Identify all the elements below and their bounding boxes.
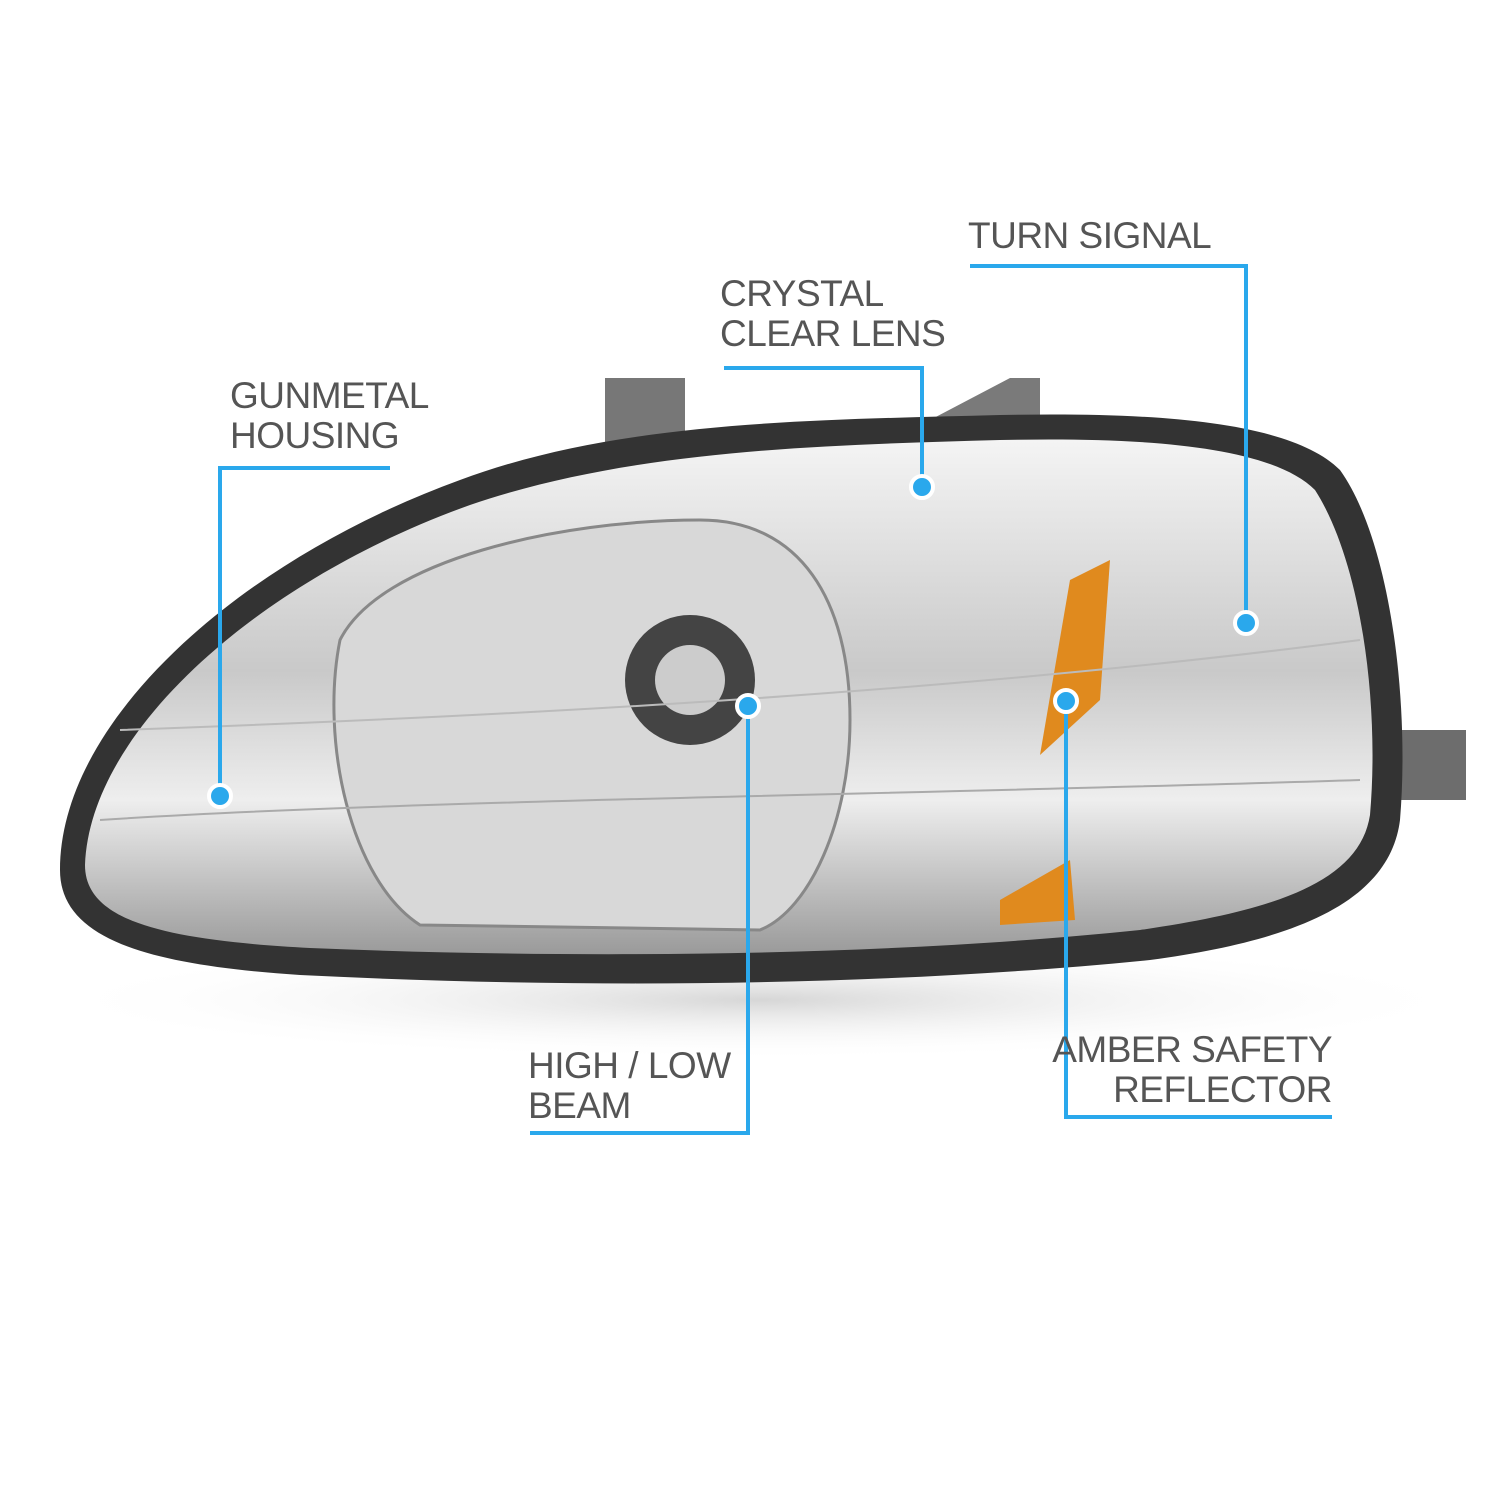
callout-text: TURN SIGNAL (968, 215, 1212, 256)
callout-line-high-low-beam (530, 706, 750, 1135)
callout-line-turn-signal (970, 264, 1248, 623)
lens-ridge (99, 779, 1361, 821)
callout-text: CRYSTAL (720, 273, 884, 314)
callout-text: REFLECTOR (1113, 1069, 1332, 1110)
callout-dots (207, 474, 1259, 809)
callout-text: CLEAR LENS (720, 313, 946, 354)
callout-line-gunmetal-housing (218, 466, 390, 796)
callout-dot-amber-reflector (1053, 688, 1079, 714)
amber-reflector-lower (1000, 860, 1075, 925)
callout-turn-signal: TURN SIGNAL (968, 215, 1212, 256)
callout-text: AMBER SAFETY (1052, 1029, 1332, 1070)
callout-crystal-clear-lens: CRYSTAL CLEAR LENS (720, 273, 946, 354)
callout-dot-gunmetal-housing (207, 783, 233, 809)
callout-amber-safety-reflector: AMBER SAFETY REFLECTOR (1052, 1030, 1332, 1110)
callout-high-low-beam: HIGH / LOW BEAM (528, 1046, 731, 1126)
callout-dot-crystal-clear-lens (909, 474, 935, 500)
callout-text: HOUSING (230, 415, 400, 456)
callout-text: HIGH / LOW (528, 1045, 731, 1086)
mount-tab (1400, 730, 1466, 800)
callout-text: GUNMETAL (230, 375, 429, 416)
headlight-bulb-center (655, 645, 725, 715)
callout-gunmetal-housing: GUNMETAL HOUSING (230, 376, 429, 456)
callout-dot-high-low-beam (735, 693, 761, 719)
callout-dot-turn-signal (1233, 610, 1259, 636)
callout-line-crystal-clear-lens (724, 366, 924, 487)
headlight-reflector-bowl (332, 518, 852, 932)
callout-text: BEAM (528, 1085, 631, 1126)
callout-lines (218, 264, 1332, 1135)
callout-line-amber-reflector (1064, 701, 1332, 1119)
lens-ridge (119, 639, 1361, 731)
